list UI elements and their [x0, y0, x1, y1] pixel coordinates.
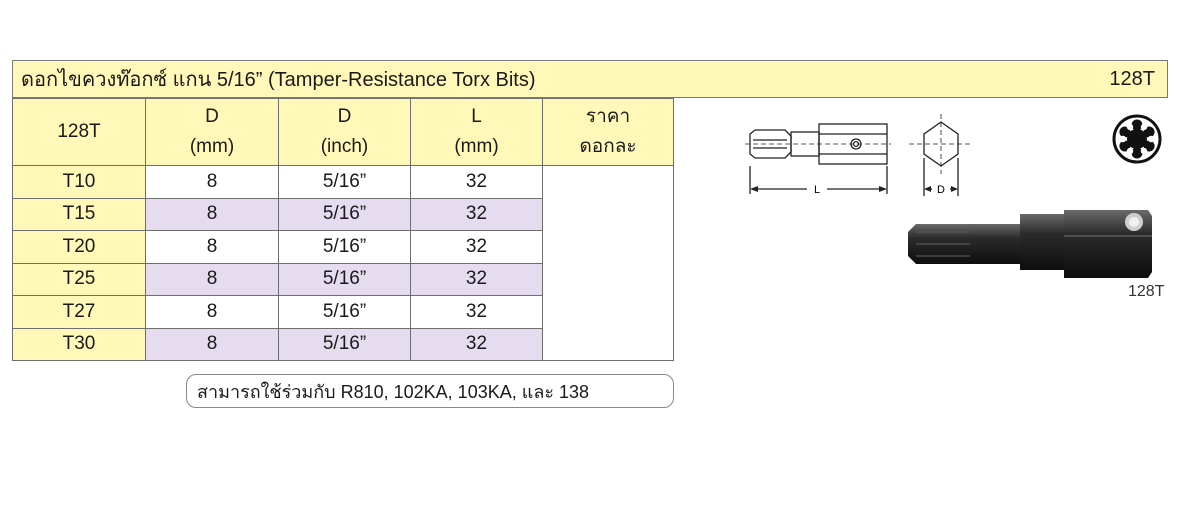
- table-row: T30 8 5/16” 32: [12, 327, 674, 361]
- product-photo: [908, 210, 1152, 278]
- compatibility-note-text: สามารถใช้ร่วมกับ R810, 102KA, 103KA, และ…: [197, 381, 590, 402]
- cell-l-mm: 32: [410, 327, 543, 361]
- header-price: ราคาดอกละ: [542, 98, 674, 166]
- cell-d-inch: 5/16”: [278, 197, 411, 231]
- table-row: T27 8 5/16” 32: [12, 295, 674, 329]
- diameter-label: D: [937, 184, 945, 196]
- torx-star-icon: [1112, 114, 1162, 164]
- page-title: ดอกไขควงท๊อกซ์ แกน 5/16” (Tamper-Resista…: [21, 69, 536, 91]
- cell-d-mm: 8: [145, 165, 279, 199]
- cell-l-mm: 32: [410, 197, 543, 231]
- cell-d-mm: 8: [145, 295, 279, 329]
- product-code: 128T: [1109, 67, 1155, 90]
- cell-d-inch: 5/16”: [278, 230, 411, 264]
- cell-price: [542, 165, 674, 361]
- photo-caption: 128T: [1128, 283, 1165, 300]
- cell-model: T15: [12, 197, 146, 231]
- header-l-mm: L(mm): [410, 98, 543, 166]
- cell-model: T27: [12, 295, 146, 329]
- cell-d-inch: 5/16”: [278, 327, 411, 361]
- cell-d-mm: 8: [145, 262, 279, 296]
- table-row: T25 8 5/16” 32: [12, 262, 674, 296]
- dimension-drawing: L D: [745, 114, 973, 196]
- cell-d-inch: 5/16”: [278, 262, 411, 296]
- cell-d-mm: 8: [145, 197, 279, 231]
- cell-model: T30: [12, 327, 146, 361]
- header-d-inch: D(inch): [278, 98, 411, 166]
- cell-l-mm: 32: [410, 165, 543, 199]
- cell-d-mm: 8: [145, 327, 279, 361]
- length-label: L: [814, 184, 820, 196]
- table-row: T10 8 5/16” 32: [12, 165, 674, 361]
- header-model: 128T: [12, 98, 146, 166]
- title-bar: ดอกไขควงท๊อกซ์ แกน 5/16” (Tamper-Resista…: [12, 60, 1168, 98]
- cell-d-mm: 8: [145, 230, 279, 264]
- cell-model: T10: [12, 165, 146, 199]
- cell-l-mm: 32: [410, 262, 543, 296]
- spec-table: 128T D(mm) D(inch) L(mm) ราคาดอกละ T10 8…: [12, 98, 674, 361]
- cell-d-inch: 5/16”: [278, 165, 411, 199]
- table-row: T20 8 5/16” 32: [12, 230, 674, 264]
- table-row: T15 8 5/16” 32: [12, 197, 674, 231]
- header-d-mm: D(mm): [145, 98, 279, 166]
- cell-model: T20: [12, 230, 146, 264]
- cell-model: T25: [12, 262, 146, 296]
- cell-l-mm: 32: [410, 230, 543, 264]
- cell-d-inch: 5/16”: [278, 295, 411, 329]
- cell-l-mm: 32: [410, 295, 543, 329]
- compatibility-note: สามารถใช้ร่วมกับ R810, 102KA, 103KA, และ…: [186, 374, 674, 408]
- table-header-row: 128T D(mm) D(inch) L(mm) ราคาดอกละ: [12, 98, 674, 166]
